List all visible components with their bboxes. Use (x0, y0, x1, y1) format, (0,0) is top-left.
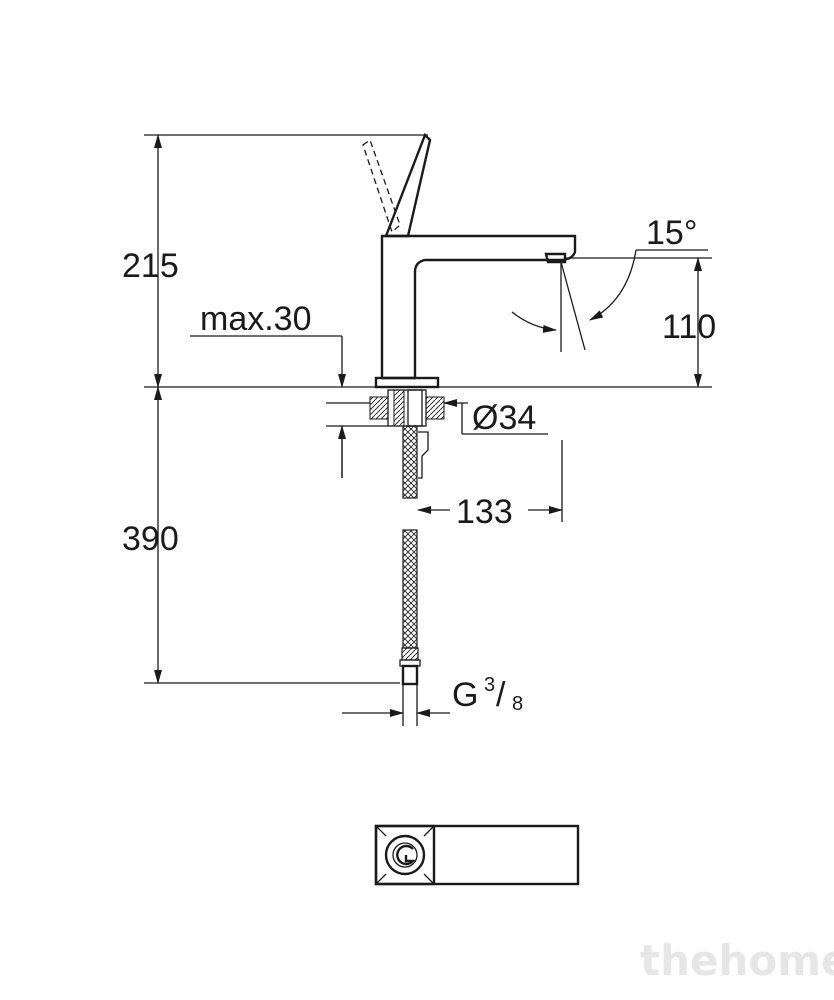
dim-height-total: 215 (122, 247, 179, 285)
watermark-text: thehome (640, 936, 834, 985)
dim-max-deck: max.30 (200, 300, 312, 338)
dimension-lines (144, 134, 712, 717)
dim-angle: 15° (646, 214, 697, 252)
dim-hose-length: 390 (122, 520, 179, 558)
dim-thread-slash: / (496, 676, 506, 714)
faucet-side-view (362, 132, 577, 726)
dim-projection: 133 (456, 493, 513, 531)
dim-thread-denominator: 8 (512, 693, 523, 715)
dim-spout-height: 110 (662, 308, 716, 346)
dim-thread-numerator: 3 (484, 674, 495, 696)
faucet-top-view (374, 824, 580, 886)
dim-thread-letter: G (452, 676, 478, 714)
dim-hole-diameter: Ø34 (472, 399, 536, 437)
